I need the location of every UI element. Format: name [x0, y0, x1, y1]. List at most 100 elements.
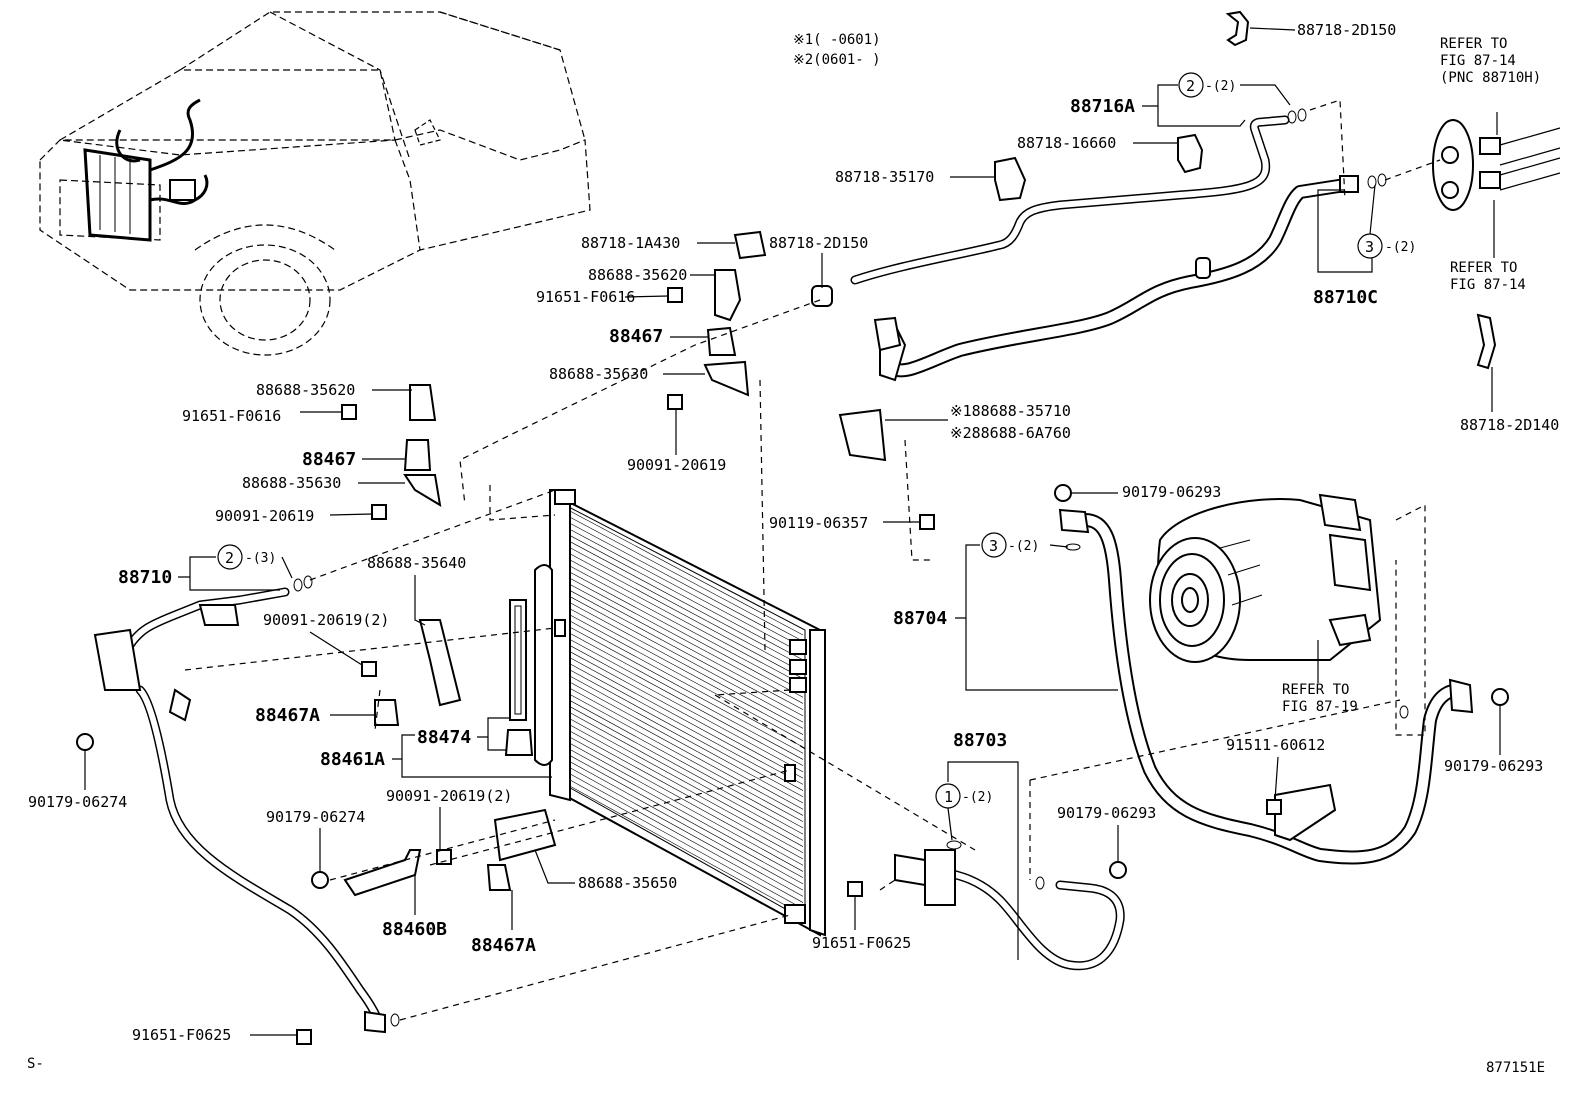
condenser-fin — [567, 766, 804, 897]
condenser-fin — [567, 784, 804, 916]
condenser-fin — [567, 693, 804, 822]
pipe-88716A[interactable] — [850, 115, 1290, 285]
condenser-fin — [567, 729, 804, 860]
label-88688-35630-lower[interactable]: 88688-35630 — [242, 474, 341, 492]
pipe-88710[interactable] — [93, 587, 386, 1034]
label-90179-06293-top[interactable]: 90179-06293 — [1122, 483, 1221, 501]
label-88688-6A760[interactable]: ※288688-6A760 — [950, 424, 1071, 442]
label-90091-20619-2-lower[interactable]: 90091-20619(2) — [386, 787, 512, 805]
label-88467-upper[interactable]: 88467 — [609, 326, 663, 347]
label-90119-06357[interactable]: 90119-06357 — [769, 514, 868, 532]
label-88461A[interactable]: 88461A — [320, 749, 385, 770]
label-88688-35640[interactable]: 88688-35640 — [367, 554, 466, 572]
condenser-fin — [567, 625, 804, 754]
condenser-fin — [567, 607, 804, 735]
label-88718-1A430[interactable]: 88718-1A430 — [581, 234, 680, 252]
part-labels: 88718-2D150 88716A 88718-16660 88718-351… — [28, 21, 1559, 1044]
condenser-fin — [567, 601, 804, 729]
label-88704[interactable]: 88704 — [893, 608, 947, 629]
condenser-fin — [567, 576, 804, 704]
condenser-fin — [567, 515, 804, 642]
label-90091-20619-2-upper[interactable]: 90091-20619(2) — [263, 611, 389, 629]
condenser-fin — [567, 583, 804, 710]
label-88688-35630-upper[interactable]: 88688-35630 — [549, 365, 648, 383]
label-90179-06293-mid[interactable]: 90179-06293 — [1057, 804, 1156, 822]
condenser-fin — [567, 754, 804, 885]
note-2: ※2(0601- ) — [793, 52, 881, 68]
label-91651-F0625-left[interactable]: 91651-F0625 — [132, 1026, 231, 1044]
condenser-fin — [567, 528, 804, 654]
condenser-fin — [567, 521, 804, 648]
label-90091-20619-upper[interactable]: 90091-20619 — [627, 456, 726, 474]
condenser-fin — [567, 595, 804, 723]
refer-line-2: FIG 87-14 — [1450, 277, 1526, 293]
condenser-fin — [567, 558, 804, 686]
condenser-fin — [567, 711, 804, 841]
label-88467A-upper[interactable]: 88467A — [255, 705, 320, 726]
condenser-fin — [567, 589, 804, 717]
label-88467A-lower[interactable]: 88467A — [471, 935, 536, 956]
label-91651-F0625-right[interactable]: 91651-F0625 — [812, 934, 911, 952]
condenser-fin — [567, 534, 804, 661]
label-88474[interactable]: 88474 — [417, 727, 471, 748]
compressor[interactable] — [1149, 493, 1382, 663]
refer-fig-87-14[interactable]: REFER TO FIG 87-14 — [1450, 260, 1526, 293]
condenser-fin — [567, 699, 804, 829]
svg-text:3: 3 — [989, 537, 998, 555]
callout-3-mid: 3 -(2) — [981, 532, 1069, 558]
condenser-fin — [567, 686, 804, 816]
label-90179-06293-right[interactable]: 90179-06293 — [1444, 757, 1543, 775]
condenser-88461A[interactable] — [504, 489, 826, 937]
label-88718-16660[interactable]: 88718-16660 — [1017, 134, 1116, 152]
label-90179-06274-mid[interactable]: 90179-06274 — [266, 808, 365, 826]
refer-fig-87-14-pnc[interactable]: REFER TO FIG 87-14 (PNC 88710H) — [1440, 36, 1541, 86]
condenser-fin — [567, 760, 804, 891]
label-88460B[interactable]: 88460B — [382, 919, 447, 940]
label-88688-35650[interactable]: 88688-35650 — [578, 874, 677, 892]
condenser-fin — [567, 546, 804, 673]
condenser-fin — [567, 735, 804, 866]
condenser-fin — [567, 613, 804, 742]
condenser-fin — [567, 778, 804, 910]
label-88716A[interactable]: 88716A — [1070, 96, 1135, 117]
label-91651-F0616-upper[interactable]: 91651-F0616 — [536, 288, 635, 306]
hose-88710C[interactable] — [879, 175, 1359, 382]
callout-2-top: 2 -(2) — [1178, 72, 1291, 106]
label-88688-35620-upper[interactable]: 88688-35620 — [588, 266, 687, 284]
refer-line-2: FIG 87-19 — [1282, 699, 1358, 715]
refer-line-1: REFER TO — [1440, 36, 1507, 52]
condenser-fin — [567, 619, 804, 748]
label-88467-lower[interactable]: 88467 — [302, 449, 356, 470]
condenser-fin — [567, 772, 804, 903]
label-88710[interactable]: 88710 — [118, 567, 172, 588]
label-88703[interactable]: 88703 — [953, 730, 1007, 751]
label-88718-2D150-mid[interactable]: 88718-2D150 — [769, 234, 868, 252]
condenser-fin — [567, 705, 804, 835]
callout-2-left: 2 -(3) — [217, 544, 293, 579]
label-88718-35170[interactable]: 88718-35170 — [835, 168, 934, 186]
refer-fig-87-19[interactable]: REFER TO FIG 87-19 — [1282, 682, 1358, 715]
label-88718-2D150[interactable]: 88718-2D150 — [1297, 21, 1396, 39]
label-91651-F0616-lower[interactable]: 91651-F0616 — [182, 407, 281, 425]
callout-3-right: 3 -(2) — [1357, 184, 1416, 259]
label-88688-35710[interactable]: ※188688-35710 — [950, 402, 1071, 420]
label-90179-06274-left[interactable]: 90179-06274 — [28, 793, 127, 811]
svg-text:2: 2 — [1186, 77, 1195, 95]
pipe-88703[interactable] — [894, 849, 1125, 971]
hose-88704[interactable] — [1058, 508, 1474, 865]
label-88710C[interactable]: 88710C — [1313, 287, 1378, 308]
callout-1: 1 -(2) — [935, 783, 993, 841]
condenser-fin — [567, 552, 804, 679]
svg-text:1: 1 — [944, 788, 953, 806]
label-90091-20619-lower[interactable]: 90091-20619 — [215, 507, 314, 525]
label-88688-35620-lower[interactable]: 88688-35620 — [256, 381, 355, 399]
label-91511-60612[interactable]: 91511-60612 — [1226, 736, 1325, 754]
svg-text:2: 2 — [225, 549, 234, 567]
condenser-fin — [567, 680, 804, 810]
label-88718-2D140[interactable]: 88718-2D140 — [1460, 416, 1559, 434]
svg-text:-(2): -(2) — [1385, 240, 1416, 255]
note-1: ※1( -0601) — [793, 32, 881, 48]
condenser-fin — [567, 540, 804, 667]
